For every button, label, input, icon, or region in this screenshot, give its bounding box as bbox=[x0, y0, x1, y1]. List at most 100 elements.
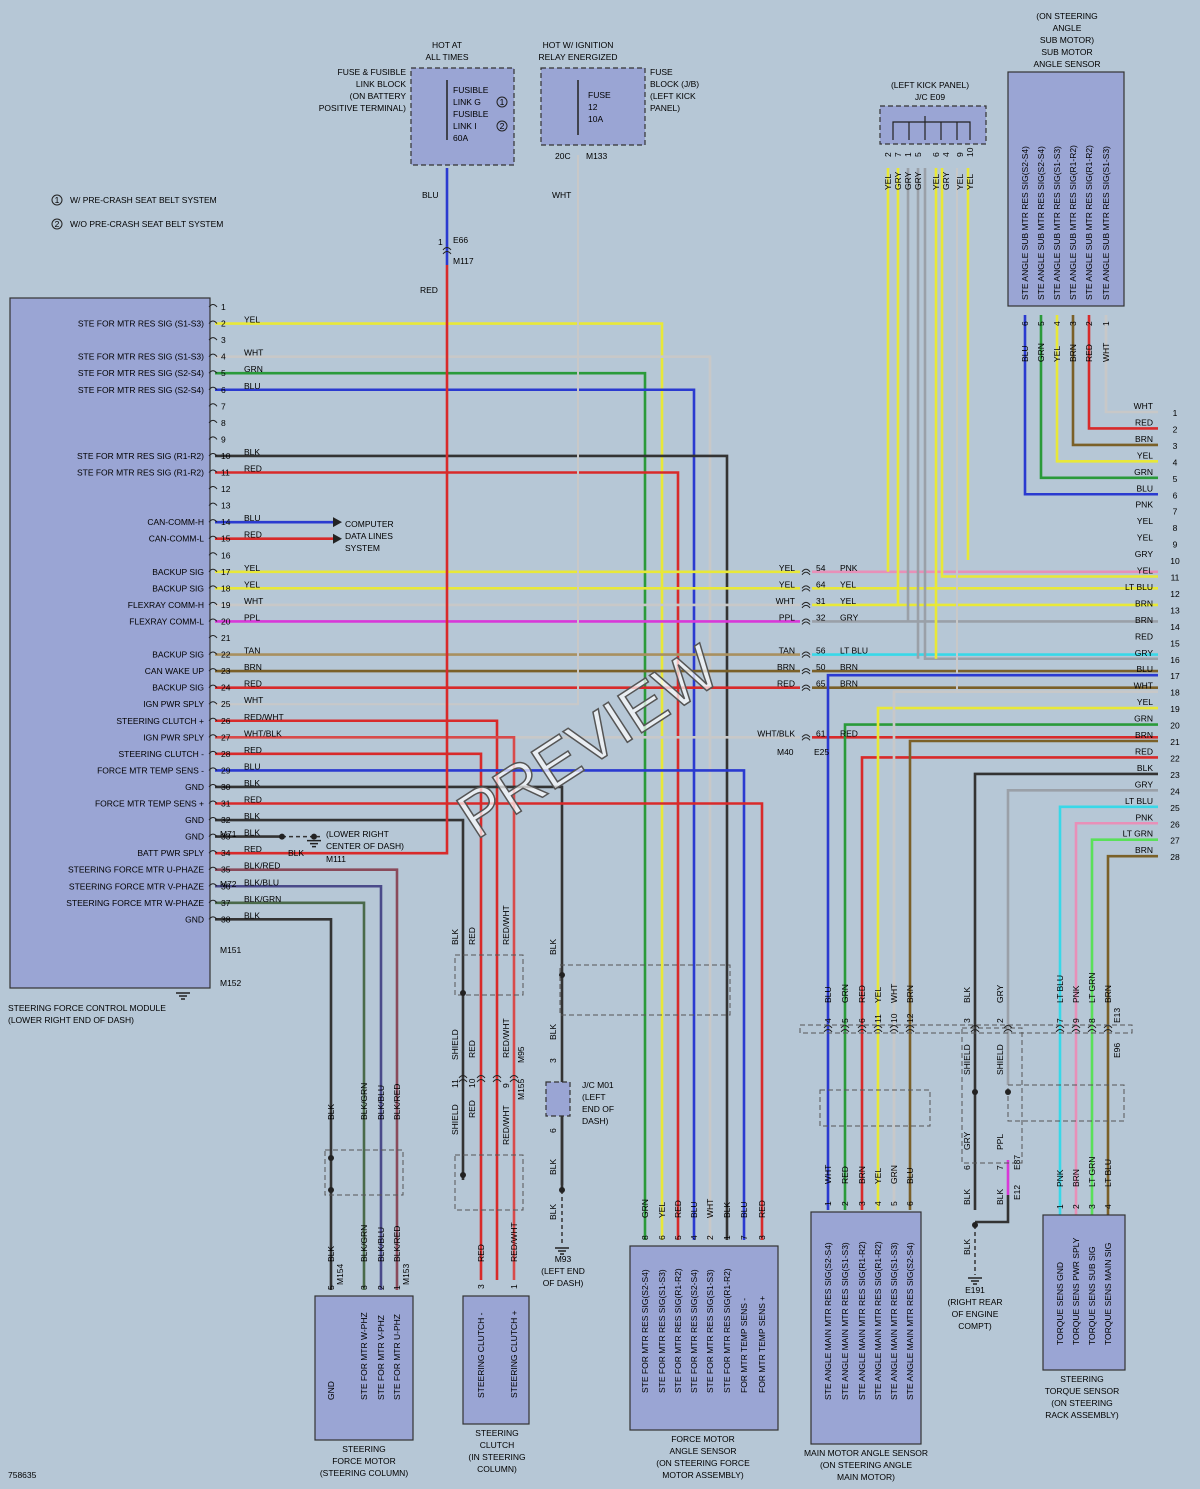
fuse-inner-label: 12 bbox=[588, 102, 598, 112]
fm-angle-sensor-title: MOTOR ASSEMBLY) bbox=[662, 1470, 744, 1480]
inline-connector bbox=[970, 1025, 980, 1029]
module-case-ground-icon bbox=[176, 992, 190, 1000]
splice-dot bbox=[328, 1187, 334, 1193]
module-pin-number: 24 bbox=[221, 683, 231, 693]
sensor-pin-label: STE FOR MTR RES SIG(R1-R2) bbox=[722, 1268, 732, 1393]
sensor-pin-label: STE ANGLE MAIN MTR RES SIG(S2-S4) bbox=[905, 1242, 915, 1400]
module-pin-number: 33 bbox=[221, 832, 231, 842]
shield-label: SHIELD bbox=[962, 1044, 972, 1075]
wire-color-label: WHT/BLK bbox=[244, 728, 282, 738]
junction-bar-icon bbox=[892, 116, 971, 140]
inline-pin-number: 54 bbox=[816, 563, 826, 573]
inline-connector bbox=[801, 737, 811, 741]
bus-wire-color: RED bbox=[1135, 746, 1153, 756]
bus-wire-color: RED bbox=[1135, 631, 1153, 641]
bus-line-number: 21 bbox=[1170, 737, 1180, 747]
sensor-pin-number: 1 bbox=[823, 1201, 833, 1206]
module-pin-label: BACKUP SIG bbox=[152, 567, 204, 577]
sub-sensor-pin-number: 2 bbox=[1084, 321, 1094, 326]
connector-pin: 9 bbox=[1071, 1018, 1081, 1023]
module-pin-label: FORCE MTR TEMP SENS - bbox=[97, 765, 204, 775]
module-pin-label: GND bbox=[185, 832, 204, 842]
inline-connector bbox=[823, 1029, 833, 1033]
splice-dot bbox=[972, 1222, 978, 1228]
fuse-link-header: ALL TIMES bbox=[426, 52, 469, 62]
inline-connector bbox=[801, 687, 811, 691]
wire-color-label: BRN bbox=[905, 985, 915, 1003]
wire-color-label: PNK bbox=[1071, 985, 1081, 1003]
fm-angle-sensor-title: (ON STEERING FORCE bbox=[656, 1458, 750, 1468]
module-pin-connector bbox=[208, 486, 218, 490]
inline-connector bbox=[840, 1029, 850, 1033]
bus-line-number: 4 bbox=[1173, 457, 1178, 467]
inline-connector bbox=[492, 1079, 502, 1083]
wire-color-label: BLU bbox=[244, 761, 261, 771]
connector-id: E13 bbox=[1112, 1008, 1122, 1023]
wire-color-label: RED bbox=[244, 795, 262, 805]
inline-left-wire: YEL bbox=[779, 563, 795, 573]
force-motor-title: (STEERING COLUMN) bbox=[320, 1468, 408, 1478]
bus-wire-color: LT BLU bbox=[1125, 796, 1153, 806]
inline-connector bbox=[970, 1029, 980, 1033]
wire-color-label: WHT bbox=[244, 695, 263, 705]
wire-color-label: WHT bbox=[244, 596, 263, 606]
bus-line-number: 16 bbox=[1170, 655, 1180, 665]
legend-symbol-icon bbox=[51, 218, 63, 230]
sensor-pin-label: STE ANGLE MAIN MTR RES SIG(R1-R2) bbox=[873, 1241, 883, 1400]
module-pin-connector bbox=[208, 601, 218, 606]
module-pin-label: BACKUP SIG bbox=[152, 583, 204, 593]
module-pin-connector bbox=[208, 717, 218, 722]
sub-sensor-pin-number: 1 bbox=[1101, 321, 1111, 326]
wire-ign-wht bbox=[215, 155, 579, 706]
module-pin-number: 25 bbox=[221, 699, 231, 709]
wire-color-label: GRN bbox=[889, 1165, 899, 1184]
wire-color-label: BLK/RED bbox=[392, 1226, 402, 1262]
fuse-inner-label: FUSE bbox=[588, 90, 611, 100]
wire-color-label: GRY bbox=[995, 984, 1005, 1003]
connector-pin: 9 bbox=[501, 1083, 511, 1088]
jc-pin-number: 9 bbox=[955, 152, 965, 157]
wire-color-label: BLK bbox=[326, 1104, 336, 1120]
wire-blk-blu bbox=[215, 884, 383, 1290]
wire-color-label: RED/WHT bbox=[244, 712, 284, 722]
ground-location-label: (LOWER RIGHT bbox=[326, 829, 389, 839]
module-pin-label: STEERING FORCE MTR U-PHAZE bbox=[68, 865, 204, 875]
bus-line-number: 3 bbox=[1173, 441, 1178, 451]
wire-sub-sensor bbox=[1055, 315, 1158, 463]
splice-dot bbox=[460, 990, 466, 996]
fuse-block-label: FUSE bbox=[650, 67, 673, 77]
wire-color-label: RED/WHT bbox=[501, 1018, 511, 1058]
sensor-pin-label: TORQUE SENS MAIN SIG bbox=[1103, 1243, 1113, 1345]
ground-icon bbox=[307, 839, 321, 848]
wire-blk bbox=[215, 918, 333, 1290]
splice-dot bbox=[1005, 1089, 1011, 1095]
bus-wire-color: BRN bbox=[1135, 598, 1153, 608]
connector-pin: 10 bbox=[889, 1013, 899, 1023]
bus-wire-color: GRY bbox=[1135, 648, 1154, 658]
module-pin-connector bbox=[208, 750, 218, 755]
connector-id: E87 bbox=[1012, 1155, 1022, 1170]
force-motor-title: FORCE MOTOR bbox=[332, 1456, 396, 1466]
module-pin-connector bbox=[208, 502, 218, 506]
inline-connector bbox=[458, 1079, 468, 1083]
wire-color-label: WHT bbox=[889, 984, 899, 1003]
shield-label: SHIELD bbox=[450, 1029, 460, 1060]
wire-color-label: GRY bbox=[893, 171, 903, 190]
wire-color-label: LT GRN bbox=[1087, 1157, 1097, 1187]
steering-torque-sensor bbox=[1042, 1214, 1126, 1371]
sensor-pin-label: STE ANGLE MAIN MTR RES SIG(S1-S3) bbox=[889, 1242, 899, 1400]
wire-color-label: RED bbox=[244, 464, 262, 474]
inline-right-wire: RED bbox=[840, 728, 858, 738]
ground-location-label: (LEFT END bbox=[541, 1266, 585, 1276]
connector-pin: 11 bbox=[450, 1079, 460, 1088]
components-layer bbox=[9, 67, 1133, 1445]
sensor-pin-label: STE FOR MTR RES SIG(R1-R2) bbox=[673, 1268, 683, 1393]
jc-pin-number: 2 bbox=[883, 152, 893, 157]
bus-wire-color: WHT bbox=[1134, 681, 1153, 691]
sub-sensor-title: SUB MOTOR) bbox=[1040, 35, 1094, 45]
wire-sub-sensor bbox=[1071, 315, 1158, 447]
wire-color-label: PPL bbox=[995, 1134, 1005, 1150]
module-pin-number: 17 bbox=[221, 567, 231, 577]
wire-color-label: BRN bbox=[244, 662, 262, 672]
bus-wire-color: BRN bbox=[1135, 615, 1153, 625]
